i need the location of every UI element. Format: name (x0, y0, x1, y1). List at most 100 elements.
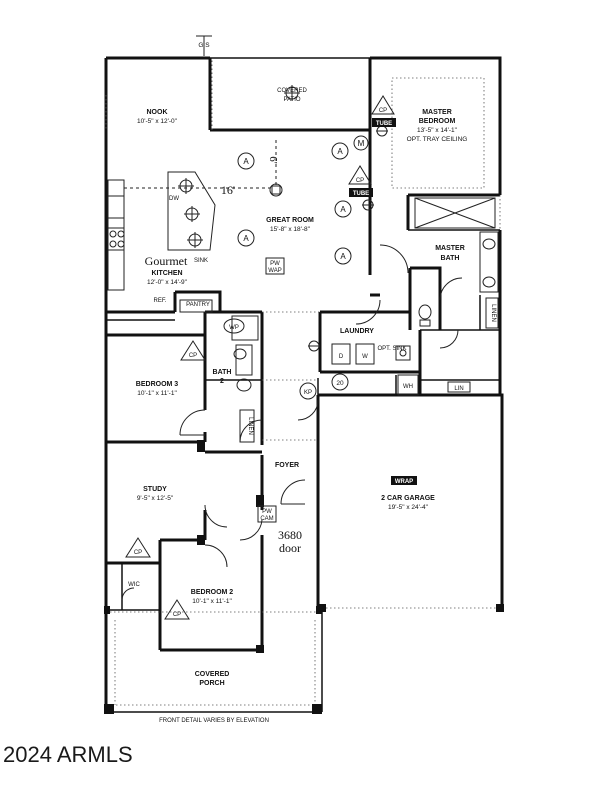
speaker-icon: A (331, 142, 349, 160)
washer-label: W (362, 354, 368, 360)
light-icon (284, 85, 300, 101)
svg-text:WRAP: WRAP (395, 479, 413, 485)
svg-text:TUBE: TUBE (353, 191, 369, 197)
patio-name-1: COVERED (277, 88, 307, 94)
cp-triangle-icon: CP (348, 165, 372, 185)
pw-label: PW (270, 261, 280, 267)
number-20: 20 (336, 380, 344, 387)
speaker-icon: A (237, 229, 255, 247)
porch-name-1: COVERED (195, 671, 230, 678)
speaker-icon: A (237, 152, 255, 170)
light-icon (362, 199, 374, 211)
svg-text:TUBE: TUBE (376, 121, 392, 127)
bedroom3-name: BEDROOM 3 (136, 381, 179, 388)
lin-label: LIN (454, 386, 463, 392)
cp-triangle-icon: CP (371, 95, 395, 115)
svg-text:CP: CP (356, 178, 364, 184)
opt-sink-label: OPT. SINK (377, 346, 406, 352)
bedroom2-dims: 10'-1" x 11'-1" (192, 598, 232, 605)
svg-text:G S: G S (198, 42, 210, 49)
bedroom3-dims: 10'-1" x 11'-1" (137, 390, 177, 397)
doors (121, 244, 463, 601)
fixtures (104, 140, 504, 714)
master-bedroom-note: OPT. TRAY CEILING (407, 136, 468, 143)
watermark: 2024 ARMLS (3, 742, 133, 767)
bath2-name-1: BATH (213, 369, 232, 376)
garage-dims: 19'-5" x 24'-4" (388, 504, 429, 511)
svg-text:A: A (243, 234, 249, 243)
ceiling-fan-icon (269, 183, 283, 197)
dim-16: 16' (221, 183, 235, 197)
svg-text:M: M (358, 139, 365, 148)
misc-labels: 16' 6' DW SINK REF. PANTRY PW WAP WP KP … (128, 156, 499, 724)
master-bedroom-dims: 13'-5" x 14'-1" (417, 127, 458, 134)
porch-name-2: PORCH (199, 680, 224, 687)
patio-name-2: PATIO (283, 97, 300, 103)
bedroom2-name: BEDROOM 2 (191, 589, 234, 596)
svg-text:CP: CP (379, 108, 387, 114)
kitchen-name: KITCHEN (151, 270, 182, 277)
bath2-name-2: 2 (220, 378, 224, 385)
kp-label: KP (304, 390, 312, 396)
svg-text:A: A (340, 205, 346, 214)
dryer-label: D (339, 354, 344, 360)
cp-triangle-icon: CP (164, 599, 190, 620)
speaker-icon: A (334, 247, 352, 265)
great-room-name: GREAT ROOM (266, 217, 314, 224)
master-bedroom-name-1: MASTER (422, 109, 452, 116)
pantry-label: PANTRY (186, 302, 210, 308)
wic-label: WIC (128, 582, 140, 588)
great-room-dims: 15'-8" x 18'-8" (270, 226, 311, 233)
svg-text:CP: CP (173, 612, 181, 618)
master-bath-name-1: MASTER (435, 245, 465, 252)
cam-label: CAM (260, 516, 273, 522)
master-bath-name-2: BATH (441, 255, 460, 262)
cp-triangle-icon: CP (125, 537, 151, 558)
svg-text:A: A (340, 252, 346, 261)
light-icon (184, 206, 200, 222)
light-fixtures (178, 85, 388, 352)
light-icon (178, 178, 194, 194)
pw-cam-label: PW (262, 509, 272, 515)
front-note: FRONT DETAIL VARIES BY ELEVATION (159, 718, 269, 724)
motion-sensor-icon: M (353, 135, 369, 151)
cp-triangle-icon: CP (180, 340, 206, 361)
speaker-symbols: A A A A A M (237, 135, 369, 265)
linen-master-label: LINEN (490, 304, 496, 322)
room-labels: NOOK 10'-5" x 12'-0" COVERED PATIO MASTE… (136, 88, 468, 687)
light-icon (187, 232, 203, 248)
dim-6: 6' (267, 156, 279, 164)
dw-label: DW (169, 196, 179, 202)
nook-dims: 10'-5" x 12'-0" (137, 118, 178, 125)
cp-markers: CP CP CP CP CP (125, 95, 395, 620)
svg-text:CP: CP (134, 550, 142, 556)
gs-marker: G S (196, 35, 212, 56)
tube-boxes: TUBE TUBE WRAP (349, 118, 417, 485)
linen-bath2-label: LINEN (247, 417, 253, 435)
door-note-1: 3680 (278, 528, 302, 542)
wap-label: WAP (268, 268, 281, 274)
wh-label: WH (403, 384, 413, 390)
light-icon (376, 125, 388, 137)
openings (105, 58, 502, 706)
foyer-name: FOYER (275, 462, 299, 469)
study-dims: 9'-5" x 12'-5" (137, 495, 174, 502)
svg-text:CP: CP (189, 353, 197, 359)
kitchen-script: Gourmet (145, 254, 188, 268)
exterior-walls (104, 56, 504, 713)
wp-label: WP (229, 325, 239, 331)
light-icon (308, 340, 320, 352)
door-note-2: door (279, 541, 301, 555)
study-name: STUDY (143, 486, 167, 493)
speaker-icon: A (334, 200, 352, 218)
kitchen-dims: 12'-0" x 14'-9" (147, 279, 188, 286)
svg-text:A: A (337, 147, 343, 156)
laundry-name: LAUNDRY (340, 328, 374, 335)
ref-label: REF. (153, 298, 166, 304)
garage-name: 2 CAR GARAGE (381, 495, 435, 502)
nook-name: NOOK (147, 109, 168, 116)
sink-label: SINK (194, 258, 208, 264)
master-bedroom-name-2: BEDROOM (419, 118, 456, 125)
svg-text:A: A (243, 157, 249, 166)
